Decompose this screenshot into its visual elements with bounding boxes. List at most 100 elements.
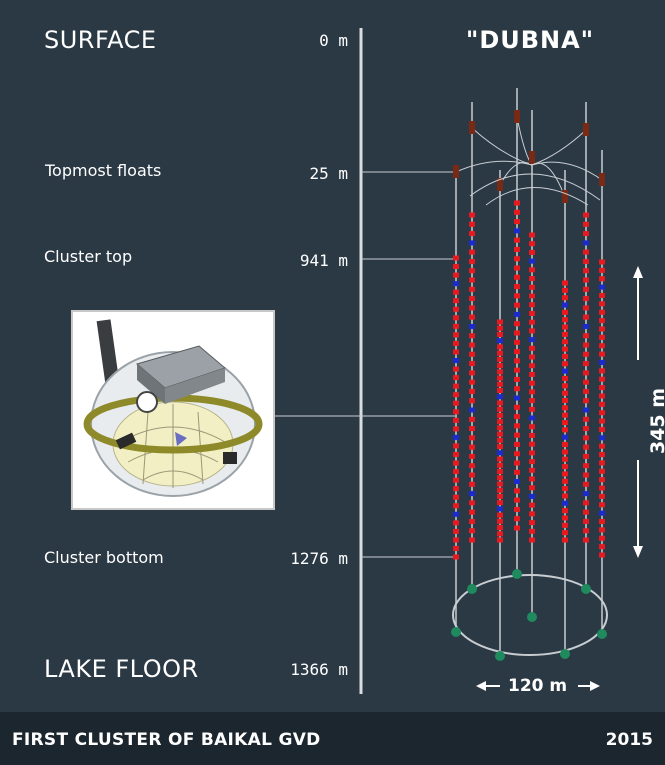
optical-module [514, 311, 520, 317]
optical-module [514, 367, 520, 373]
optical-module [562, 339, 568, 345]
optical-module [497, 356, 503, 362]
optical-module [514, 293, 520, 299]
optical-module [453, 511, 459, 517]
optical-module [453, 392, 459, 398]
optical-module [583, 481, 589, 487]
optical-module [583, 388, 589, 394]
optical-module [497, 331, 503, 337]
optical-module [453, 375, 459, 381]
optical-module [497, 419, 503, 425]
optical-module [562, 361, 568, 367]
optical-module [497, 444, 503, 450]
anchor [467, 584, 477, 594]
optical-module [514, 451, 520, 457]
optical-module [453, 469, 459, 475]
optical-module [562, 537, 568, 543]
optical-module [497, 537, 503, 543]
optical-module [514, 488, 520, 494]
optical-module [529, 537, 535, 543]
optical-module [562, 522, 568, 528]
optical-module [599, 267, 605, 273]
optical-module [497, 462, 503, 468]
optical-module [469, 286, 475, 292]
optical-module [529, 293, 535, 299]
optical-module [529, 424, 535, 430]
anchor [527, 612, 537, 622]
optical-module [514, 321, 520, 327]
optical-module [583, 491, 589, 497]
optical-module [583, 333, 589, 339]
optical-module [583, 435, 589, 441]
optical-module [497, 363, 503, 369]
optical-module [562, 302, 568, 308]
optical-module [599, 326, 605, 332]
optical-module [453, 272, 459, 278]
optical-module [453, 306, 459, 312]
diagram-stage: SURFACE 0 m Topmost floats 25 m Cluster … [44, 26, 665, 696]
optical-module [497, 506, 503, 512]
optical-module [514, 460, 520, 466]
optical-module [453, 554, 459, 560]
optical-module [583, 361, 589, 367]
optical-module [529, 406, 535, 412]
optical-module [583, 212, 589, 218]
optical-module [529, 502, 535, 508]
anchor [451, 627, 461, 637]
optical-module [599, 301, 605, 307]
footer-bar: FIRST CLUSTER OF BAIKAL GVD 2015 [0, 712, 665, 765]
optical-module [562, 515, 568, 521]
optical-module [562, 383, 568, 389]
optical-module [497, 350, 503, 356]
optical-module [514, 516, 520, 522]
optical-module [599, 368, 605, 374]
optical-module [529, 319, 535, 325]
optical-module [514, 414, 520, 420]
optical-module [583, 240, 589, 246]
buoy-float [497, 178, 503, 191]
optical-module [497, 406, 503, 412]
optical-module [453, 434, 459, 440]
optical-module [583, 463, 589, 469]
optical-module [453, 358, 459, 364]
optical-module [497, 437, 503, 443]
optical-module [529, 363, 535, 369]
optical-module [583, 472, 589, 478]
optical-module [469, 361, 475, 367]
optical-module [453, 494, 459, 500]
buoy-float [583, 123, 589, 136]
optical-module [599, 343, 605, 349]
optical-module [514, 256, 520, 262]
optical-module [599, 351, 605, 357]
optical-module [562, 317, 568, 323]
buoy-float [469, 121, 475, 134]
footer-year: 2015 [605, 730, 653, 750]
optical-module [453, 315, 459, 321]
depth-cluster-top: 941 m [299, 251, 348, 270]
optical-module [469, 231, 475, 237]
buoy-float [529, 151, 535, 164]
optical-module [514, 441, 520, 447]
optical-module [562, 295, 568, 301]
optical-module [514, 200, 520, 206]
optical-module [469, 528, 475, 534]
optical-module [497, 338, 503, 344]
optical-module [469, 537, 475, 543]
optical-module [583, 231, 589, 237]
optical-module [529, 284, 535, 290]
optical-module [453, 298, 459, 304]
optical-module [497, 450, 503, 456]
optical-module [599, 318, 605, 324]
cluster-title: "DUBNA" [465, 26, 595, 54]
height-arrow [633, 266, 643, 558]
optical-module [599, 418, 605, 424]
optical-module [583, 286, 589, 292]
optical-module [583, 296, 589, 302]
optical-module [497, 431, 503, 437]
optical-module [453, 281, 459, 287]
floor-ring [452, 574, 608, 656]
optical-module [529, 459, 535, 465]
optical-module [469, 388, 475, 394]
optical-module [453, 426, 459, 432]
optical-module [514, 386, 520, 392]
